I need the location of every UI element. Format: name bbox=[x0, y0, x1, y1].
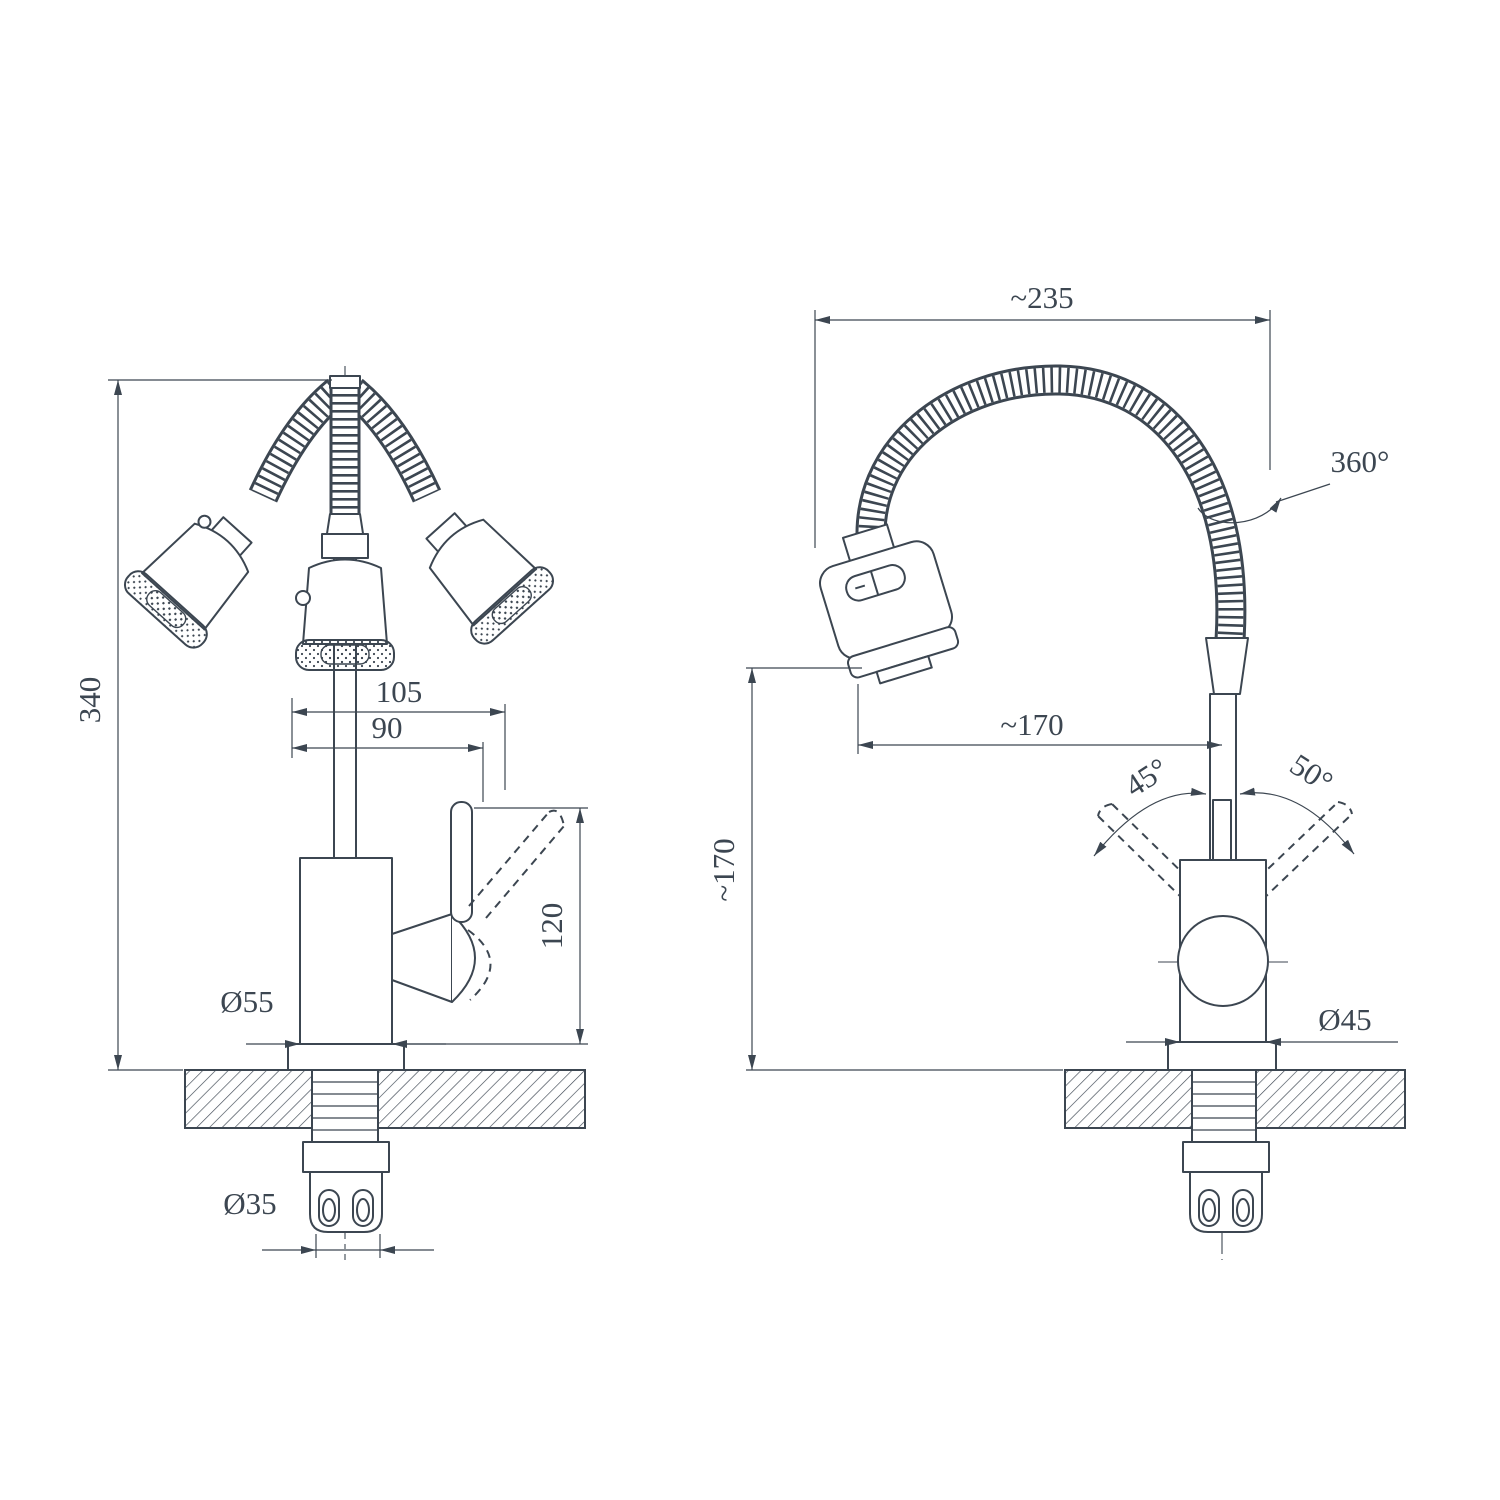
mounting-fitting-side bbox=[1189, 1171, 1263, 1233]
head-button-icon bbox=[295, 590, 311, 606]
dim-label-340: 340 bbox=[72, 677, 107, 724]
base-flange-front bbox=[287, 1043, 405, 1071]
dim-dia35: Ø35 bbox=[223, 1186, 434, 1258]
flexible-hose-side bbox=[855, 364, 1247, 641]
hose-connector bbox=[1205, 637, 1249, 695]
dim-dia45: Ø45 bbox=[1126, 1002, 1398, 1046]
dim-label-105: 105 bbox=[376, 674, 423, 709]
dim-rotation-360: 360° bbox=[1197, 444, 1390, 524]
dim-120: 120 bbox=[396, 807, 588, 1045]
dim-105: 105 bbox=[291, 674, 506, 790]
flexible-hose-left-position bbox=[248, 378, 347, 503]
faucet-body-front bbox=[299, 857, 393, 1045]
dim-label-reach-170: ~170 bbox=[1000, 707, 1063, 742]
mounting-fitting-front bbox=[309, 1171, 383, 1233]
dim-reach-170: ~170 bbox=[857, 684, 1222, 754]
handle-alt-position bbox=[468, 811, 550, 907]
dim-angle-50: 50° bbox=[1239, 747, 1355, 855]
dim-label-dia35: Ø35 bbox=[223, 1186, 276, 1221]
hose-top-cap bbox=[329, 375, 361, 389]
countertop-side bbox=[1064, 1069, 1406, 1129]
dim-235: ~235 bbox=[814, 280, 1271, 548]
shower-head-right bbox=[425, 512, 555, 645]
dim-label-dia55: Ø55 bbox=[220, 984, 273, 1019]
dim-label-50: 50° bbox=[1284, 747, 1339, 800]
head-knob-icon bbox=[197, 514, 212, 529]
countertop-front bbox=[184, 1069, 586, 1129]
spray-head-side bbox=[819, 523, 960, 685]
mounting-thread-side bbox=[1191, 1069, 1257, 1143]
flexible-hose-right-position bbox=[343, 378, 442, 503]
handle-knob bbox=[1177, 915, 1269, 1007]
spray-head-front bbox=[295, 533, 395, 671]
handle-front bbox=[391, 801, 565, 1003]
dim-label-120: 120 bbox=[534, 903, 569, 950]
shower-head-left bbox=[123, 514, 253, 649]
dim-340: 340 bbox=[72, 379, 332, 1071]
base-flange-side bbox=[1167, 1041, 1277, 1071]
dim-90: 90 bbox=[292, 710, 484, 802]
mounting-thread-front bbox=[311, 1069, 379, 1143]
dim-label-dia45: Ø45 bbox=[1318, 1002, 1371, 1037]
mounting-nut-front bbox=[302, 1141, 390, 1173]
dim-dia55: Ø55 bbox=[220, 984, 446, 1048]
dim-height-170: ~170 bbox=[706, 667, 1063, 1071]
mounting-nut-side bbox=[1182, 1141, 1270, 1173]
dim-label-height-170: ~170 bbox=[706, 838, 741, 901]
side-view: ~235 360° ~170 ~170 45° 50° bbox=[706, 280, 1406, 1260]
front-view: 340 105 90 120 Ø55 bbox=[72, 366, 588, 1260]
dim-label-45: 45° bbox=[1119, 751, 1174, 804]
dim-label-360: 360° bbox=[1331, 444, 1390, 479]
dim-label-235: ~235 bbox=[1010, 280, 1073, 315]
handle-side bbox=[1212, 799, 1232, 863]
dim-label-90: 90 bbox=[372, 710, 403, 745]
